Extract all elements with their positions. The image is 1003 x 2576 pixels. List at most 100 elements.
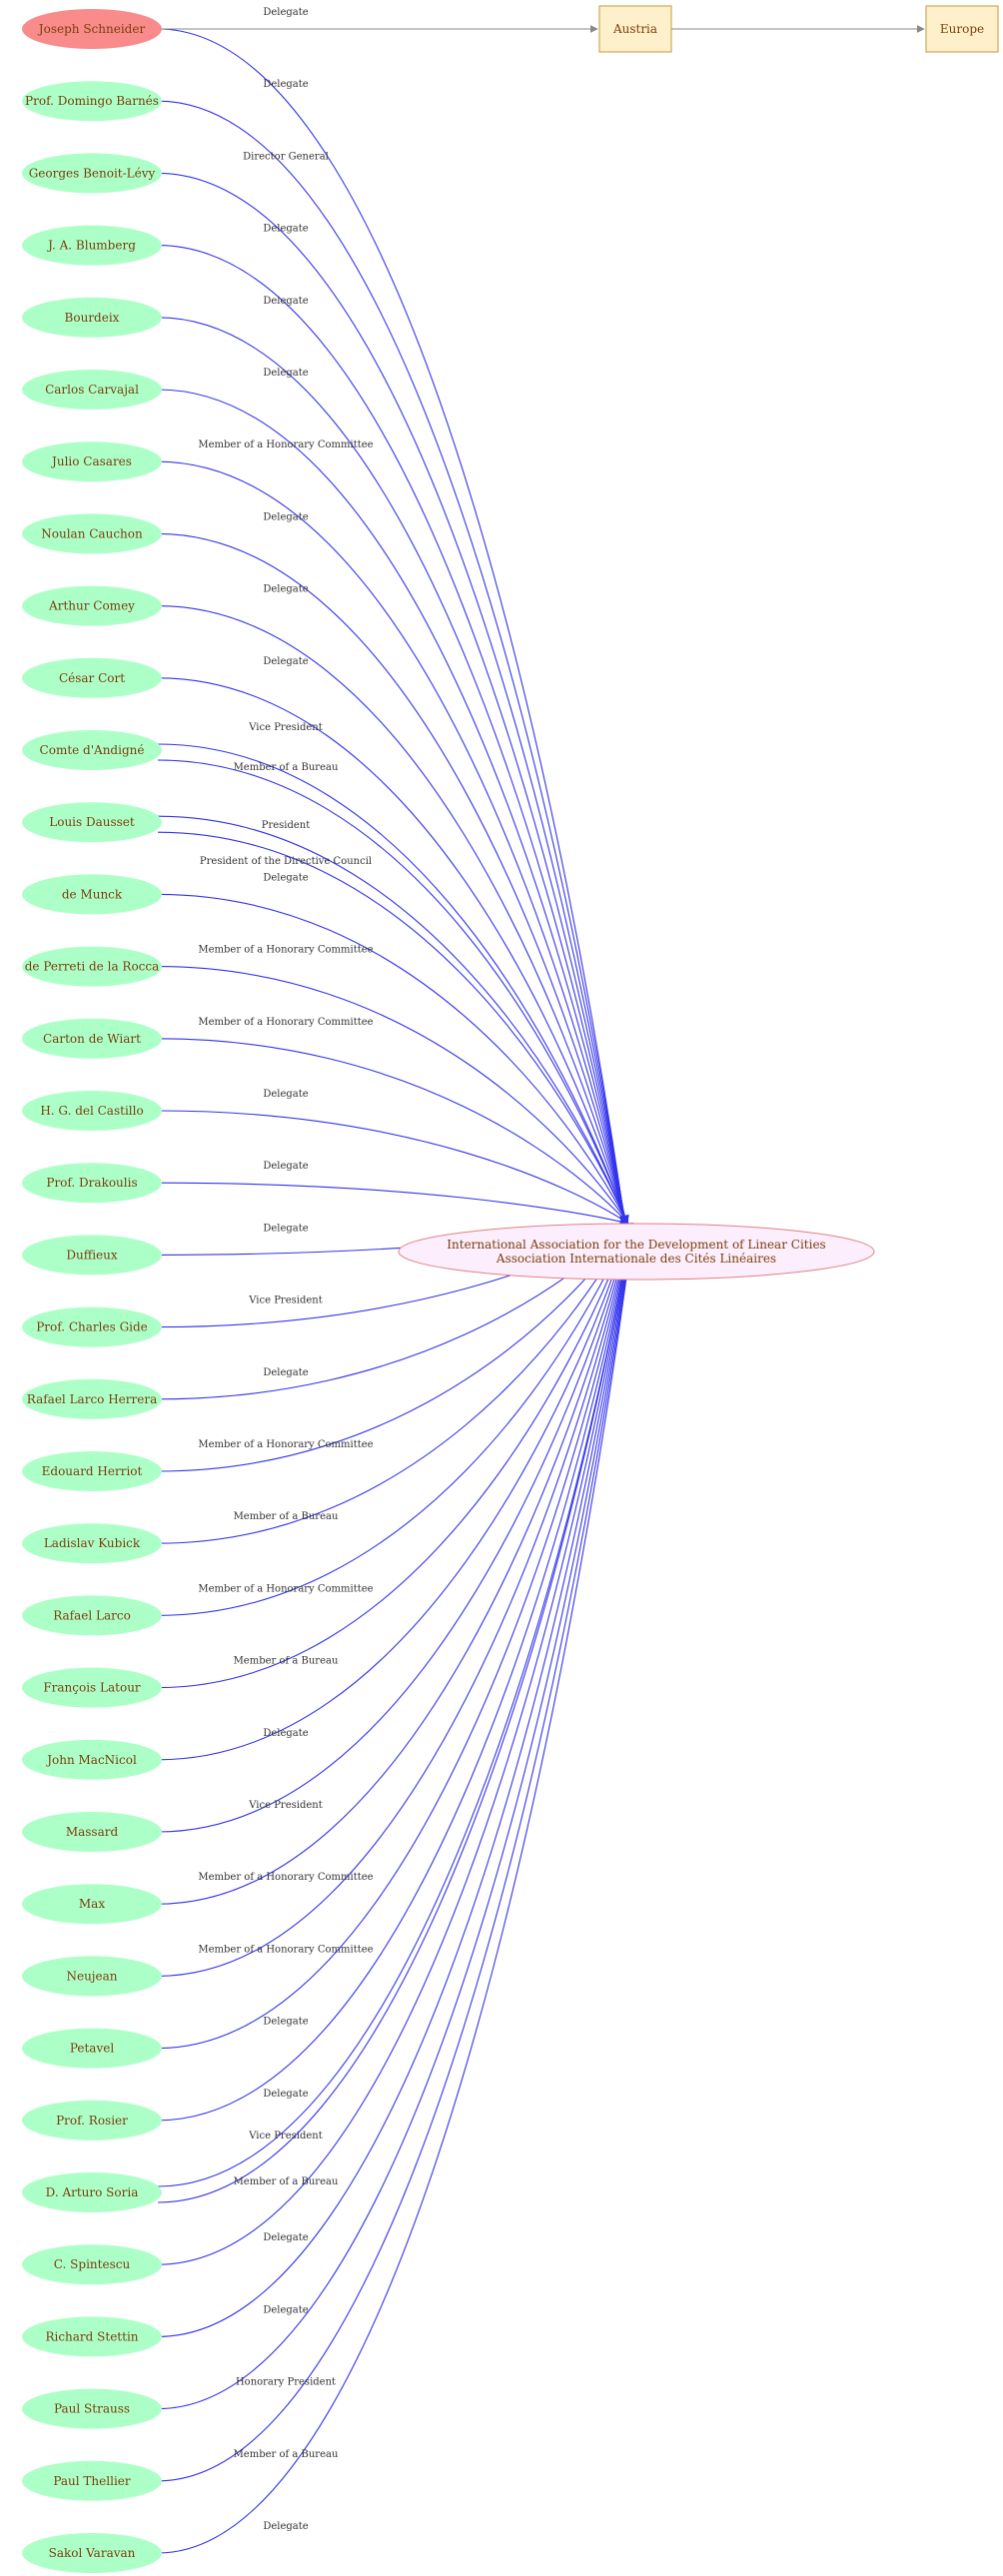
person-node-de-munck[interactable]: de Munck (22, 874, 162, 915)
person-node-comte-d-andigne-label: Comte d'Andigné (40, 743, 145, 757)
edge-label-j-a-blumberg-1: Delegate (263, 224, 308, 235)
person-node-carton-de-wiart-label: Carton de Wiart (43, 1032, 141, 1046)
place-node-europe[interactable]: Europe (925, 5, 999, 53)
person-node-prof-rosier[interactable]: Prof. Rosier (22, 2100, 162, 2141)
person-node-georges-benoit-levy-label: Georges Benoit-Lévy (29, 166, 156, 180)
edge-rafael-larco-1 (157, 1223, 631, 1616)
person-node-arthur-comey-shape (22, 585, 162, 626)
edge-label-edouard-herriot-1: Member of a Honorary Committee (198, 1439, 373, 1450)
person-node-rafael-larco[interactable]: Rafael Larco (22, 1595, 162, 1636)
center-node[interactable]: International Association for the Develo… (398, 1223, 875, 1281)
person-node-georges-benoit-levy[interactable]: Georges Benoit-Lévy (22, 153, 162, 194)
place-node-europe-label: Europe (940, 22, 984, 36)
person-node-ladislav-kubick[interactable]: Ladislav Kubick (22, 1523, 162, 1564)
person-node-petavel[interactable]: Petavel (22, 2028, 162, 2069)
person-node-sakol-varavan-label: Sakol Varavan (49, 2546, 136, 2560)
edge-label-rafael-larco-herrera-1: Delegate (263, 1367, 308, 1378)
edge-noulan-cauchon-1 (157, 532, 629, 1225)
person-node-rafael-larco-herrera-shape (22, 1378, 162, 1419)
edge-label-richard-stettin-1: Delegate (263, 2304, 308, 2315)
person-node-john-macnicol[interactable]: John MacNicol (22, 1739, 162, 1780)
person-node-carlos-carvajal-shape (22, 370, 162, 410)
person-node-petavel-shape (22, 2028, 162, 2069)
edge-d-arturo-soria-1 (157, 1223, 635, 2187)
edge-j-a-blumberg-1 (157, 245, 629, 1225)
person-node-carton-de-wiart-shape (22, 1018, 162, 1059)
person-node-neujean[interactable]: Neujean (22, 1956, 162, 1997)
edge-label-francois-latour-1: Member of a Bureau (234, 1656, 339, 1667)
person-node-h-g-del-castillo-label: H. G. del Castillo (40, 1104, 143, 1118)
edge-label-carton-de-wiart-1: Member of a Honorary Committee (198, 1017, 373, 1028)
edge-comte-d-andigne-2 (157, 759, 629, 1225)
center-node-subtitle: Association Internationale des Cités Lin… (496, 1252, 776, 1266)
edge-louis-dausset-1 (157, 815, 629, 1225)
place-node-austria[interactable]: Austria (598, 5, 672, 53)
person-node-duffieux[interactable]: Duffieux (22, 1235, 162, 1276)
person-node-prof-drakoulis-shape (22, 1163, 162, 1204)
person-node-h-g-del-castillo[interactable]: H. G. del Castillo (22, 1091, 162, 1131)
person-node-cesar-cort[interactable]: César Cort (22, 657, 162, 698)
edge-label-neujean-1: Member of a Honorary Committee (198, 1944, 373, 1955)
person-node-cesar-cort-label: César Cort (59, 671, 125, 685)
person-node-d-arturo-soria[interactable]: D. Arturo Soria (22, 2172, 162, 2212)
edge-sakol-varavan-1 (157, 1223, 637, 2554)
person-node-massard[interactable]: Massard (22, 1812, 162, 1852)
person-node-sakol-varavan[interactable]: Sakol Varavan (22, 2533, 162, 2573)
edge-francois-latour-1 (157, 1223, 632, 1689)
person-node-neujean-shape (22, 1956, 162, 1997)
person-node-massard-shape (22, 1812, 162, 1852)
person-node-c-spintescu-shape (22, 2244, 162, 2285)
edge-label-max-1: Member of a Honorary Committee (198, 1872, 373, 1883)
person-node-bourdeix[interactable]: Bourdeix (22, 297, 162, 338)
person-node-j-a-blumberg-shape (22, 225, 162, 266)
person-node-paul-thellier[interactable]: Paul Thellier (22, 2460, 162, 2501)
person-node-bourdeix-label: Bourdeix (65, 311, 120, 325)
person-node-comte-d-andigne[interactable]: Comte d'Andigné (22, 730, 162, 770)
person-node-richard-stettin[interactable]: Richard Stettin (22, 2316, 162, 2357)
edge-neujean-1 (157, 1223, 634, 1977)
edge-prof-drakoulis-1 (157, 1182, 630, 1227)
person-node-richard-stettin-shape (22, 2316, 162, 2357)
person-node-h-g-del-castillo-shape (22, 1091, 162, 1131)
person-node-louis-dausset[interactable]: Louis Dausset (22, 802, 162, 843)
person-node-max[interactable]: Max (22, 1884, 162, 1925)
edge-label-john-macnicol-1: Delegate (263, 1728, 308, 1739)
person-node-noulan-cauchon[interactable]: Noulan Cauchon (22, 513, 162, 554)
edge-label-massard-1: Vice President (248, 1800, 322, 1811)
person-node-carlos-carvajal[interactable]: Carlos Carvajal (22, 370, 162, 410)
edge-julio-casares-1 (157, 460, 629, 1225)
person-node-c-spintescu[interactable]: C. Spintescu (22, 2244, 162, 2285)
edge-label-d-arturo-soria-2: Member of a Bureau (234, 2176, 339, 2187)
person-node-de-perreti-de-la-rocca[interactable]: de Perreti de la Rocca (22, 946, 162, 987)
edge-max-1 (157, 1223, 634, 1905)
edge-label-ladislav-kubick-1: Member of a Bureau (234, 1511, 339, 1522)
person-node-francois-latour[interactable]: François Latour (22, 1667, 162, 1708)
person-node-duffieux-shape (22, 1235, 162, 1276)
person-node-joseph-schneider[interactable]: Joseph Schneider (22, 9, 162, 49)
person-node-prof-domingo-barnes[interactable]: Prof. Domingo Barnés (22, 81, 162, 122)
person-node-julio-casares[interactable]: Julio Casares (22, 441, 162, 482)
person-node-rafael-larco-herrera[interactable]: Rafael Larco Herrera (22, 1378, 162, 1419)
person-node-paul-strauss[interactable]: Paul Strauss (22, 2388, 162, 2429)
edge-label-georges-benoit-levy-1: Director General (243, 151, 329, 162)
person-node-arthur-comey[interactable]: Arthur Comey (22, 585, 162, 626)
person-node-ladislav-kubick-label: Ladislav Kubick (44, 1536, 141, 1550)
person-node-d-arturo-soria-label: D. Arturo Soria (46, 2185, 139, 2199)
edge-paul-thellier-1 (157, 1223, 637, 2482)
person-node-paul-thellier-label: Paul Thellier (53, 2474, 131, 2488)
person-node-rafael-larco-label: Rafael Larco (53, 1608, 131, 1622)
person-node-louis-dausset-shape (22, 802, 162, 843)
person-node-de-munck-shape (22, 874, 162, 915)
person-node-louis-dausset-label: Louis Dausset (49, 815, 135, 829)
person-node-de-perreti-de-la-rocca-label: de Perreti de la Rocca (25, 960, 160, 974)
person-node-j-a-blumberg[interactable]: J. A. Blumberg (22, 225, 162, 266)
person-node-john-macnicol-shape (22, 1739, 162, 1780)
person-node-prof-charles-gide[interactable]: Prof. Charles Gide (22, 1306, 162, 1347)
person-node-carton-de-wiart[interactable]: Carton de Wiart (22, 1018, 162, 1059)
person-node-prof-drakoulis[interactable]: Prof. Drakoulis (22, 1163, 162, 1204)
person-node-paul-thellier-shape (22, 2460, 162, 2501)
person-node-edouard-herriot[interactable]: Edouard Herriot (22, 1451, 162, 1491)
edge-label-rafael-larco-1: Member of a Honorary Committee (198, 1583, 373, 1594)
place-node-austria-box (598, 5, 672, 53)
edge-label-paul-strauss-1: Honorary President (236, 2377, 336, 2388)
